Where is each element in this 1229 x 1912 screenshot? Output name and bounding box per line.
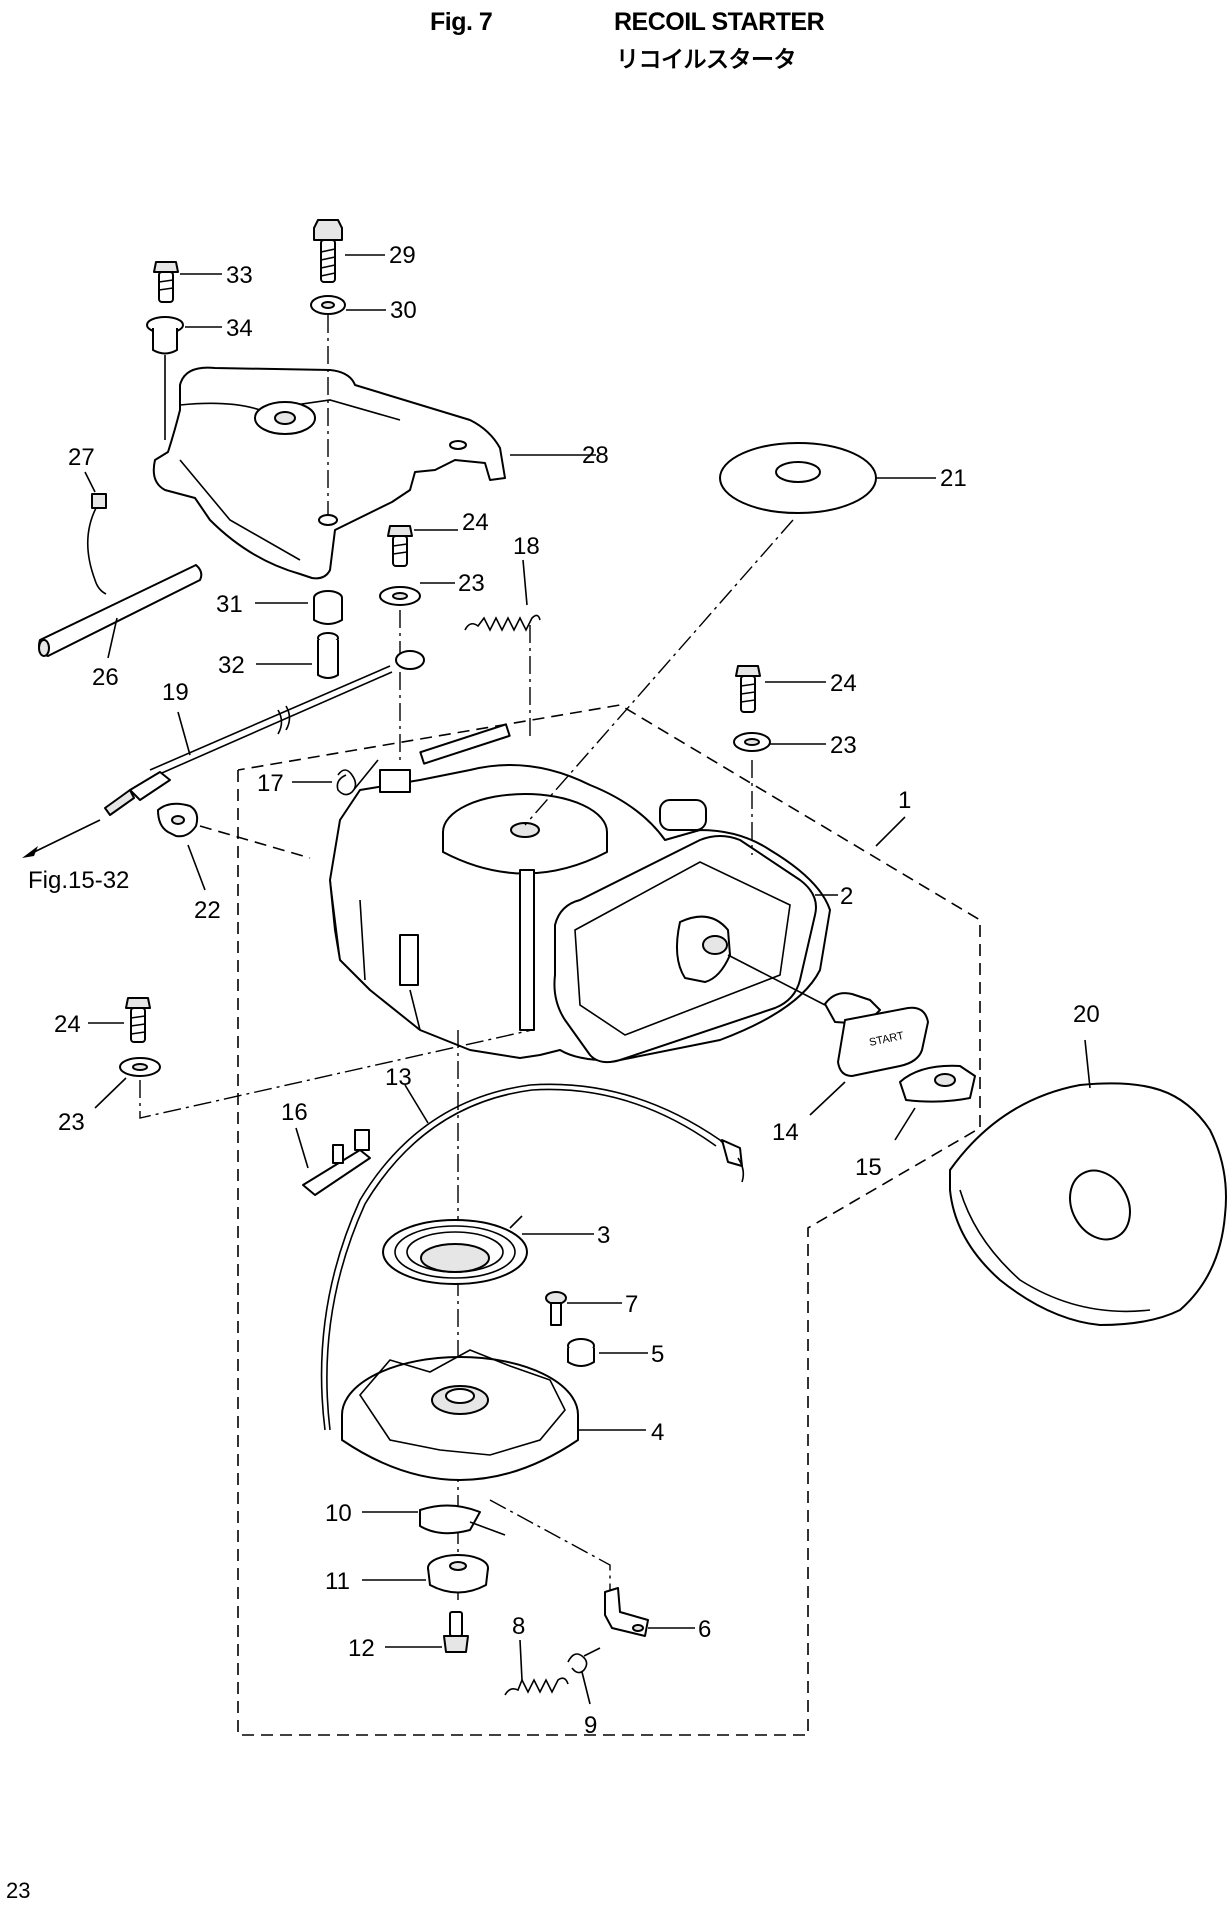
washer-part	[310, 295, 346, 315]
callout-6: 6	[698, 1616, 711, 1643]
callout-30: 30	[390, 297, 417, 324]
starter-handle-part: START	[824, 992, 929, 1077]
callout-27: 27	[68, 444, 95, 471]
callout-32: 32	[218, 652, 245, 679]
cover-disc-part	[719, 442, 877, 514]
pawl-spring-part	[504, 1677, 569, 1696]
center-screw-part	[443, 1611, 469, 1653]
washer-part	[379, 586, 421, 606]
callout-24-upper: 24	[462, 509, 489, 536]
figure-label: Fig. 7	[430, 8, 493, 36]
callout-26: 26	[92, 664, 119, 691]
callout-13: 13	[385, 1064, 412, 1091]
bolt-part	[387, 525, 413, 567]
callout-5: 5	[651, 1341, 664, 1368]
callout-11: 11	[325, 1568, 350, 1595]
torsion-spring-part	[567, 1647, 601, 1674]
return-spring-part	[336, 759, 379, 796]
cover-plate-part	[949, 1082, 1227, 1326]
bolt-part	[735, 665, 761, 713]
callout-20: 20	[1073, 1001, 1100, 1028]
spacer-part	[313, 590, 343, 625]
rope-guide-part	[302, 1129, 371, 1196]
figure-title-jp: リコイルスタータ	[616, 47, 797, 73]
assembly-boundary	[237, 704, 981, 1736]
callout-23-right: 23	[830, 732, 857, 759]
pawl-collar-part	[567, 1338, 595, 1367]
callout-8: 8	[512, 1613, 525, 1640]
callout-22: 22	[194, 897, 221, 924]
callout-1: 1	[898, 787, 911, 814]
callout-4: 4	[651, 1419, 664, 1446]
callout-23-left: 23	[58, 1109, 85, 1136]
callout-14: 14	[772, 1119, 799, 1146]
tube-part	[38, 564, 203, 657]
starter-housing-part	[329, 723, 831, 1064]
cross-reference-label: Fig.15-32	[28, 867, 129, 894]
callout-19: 19	[162, 679, 189, 706]
callout-15: 15	[855, 1154, 882, 1181]
callout-7: 7	[625, 1291, 638, 1318]
arrow-icon	[22, 846, 38, 858]
callout-23-upper: 23	[458, 570, 485, 597]
callout-9: 9	[584, 1712, 597, 1739]
callout-17: 17	[257, 770, 284, 797]
callout-21: 21	[940, 465, 967, 492]
callout-16: 16	[281, 1099, 308, 1126]
bolt-part	[125, 997, 151, 1043]
spring-part	[464, 614, 541, 632]
handle-insert-part	[899, 1064, 976, 1103]
washer-part	[733, 732, 771, 752]
bracket-part	[157, 802, 199, 838]
figure-title-en: RECOIL STARTER	[614, 8, 825, 36]
callout-29: 29	[389, 242, 416, 269]
washer-part	[119, 1057, 161, 1077]
bolt-part	[313, 219, 343, 283]
friction-plate-part	[419, 1504, 506, 1536]
screw-part	[545, 1291, 567, 1326]
callout-3: 3	[597, 1222, 610, 1249]
callout-34: 34	[226, 315, 253, 342]
cable-tie-part	[86, 493, 107, 595]
pawl-part	[604, 1587, 649, 1637]
sleeve-part	[317, 632, 339, 679]
collar-part	[146, 316, 184, 355]
top-cover-part	[152, 366, 506, 580]
page-number: 23	[6, 1878, 31, 1903]
callout-28: 28	[582, 442, 609, 469]
callout-24-right: 24	[830, 670, 857, 697]
callout-2: 2	[840, 883, 853, 910]
small-bolt-part	[153, 261, 179, 303]
callout-24-left: 24	[54, 1011, 81, 1038]
callout-10: 10	[325, 1500, 352, 1527]
callout-33: 33	[226, 262, 253, 289]
rope-reel-part	[341, 1349, 579, 1481]
callout-31: 31	[216, 591, 243, 618]
throttle-cable-part	[104, 650, 425, 816]
callout-18: 18	[513, 533, 540, 560]
ratchet-guide-part	[427, 1554, 489, 1594]
recoil-rope-part	[320, 1083, 745, 1431]
callout-12: 12	[348, 1635, 375, 1662]
recoil-spring-part	[382, 1215, 528, 1285]
